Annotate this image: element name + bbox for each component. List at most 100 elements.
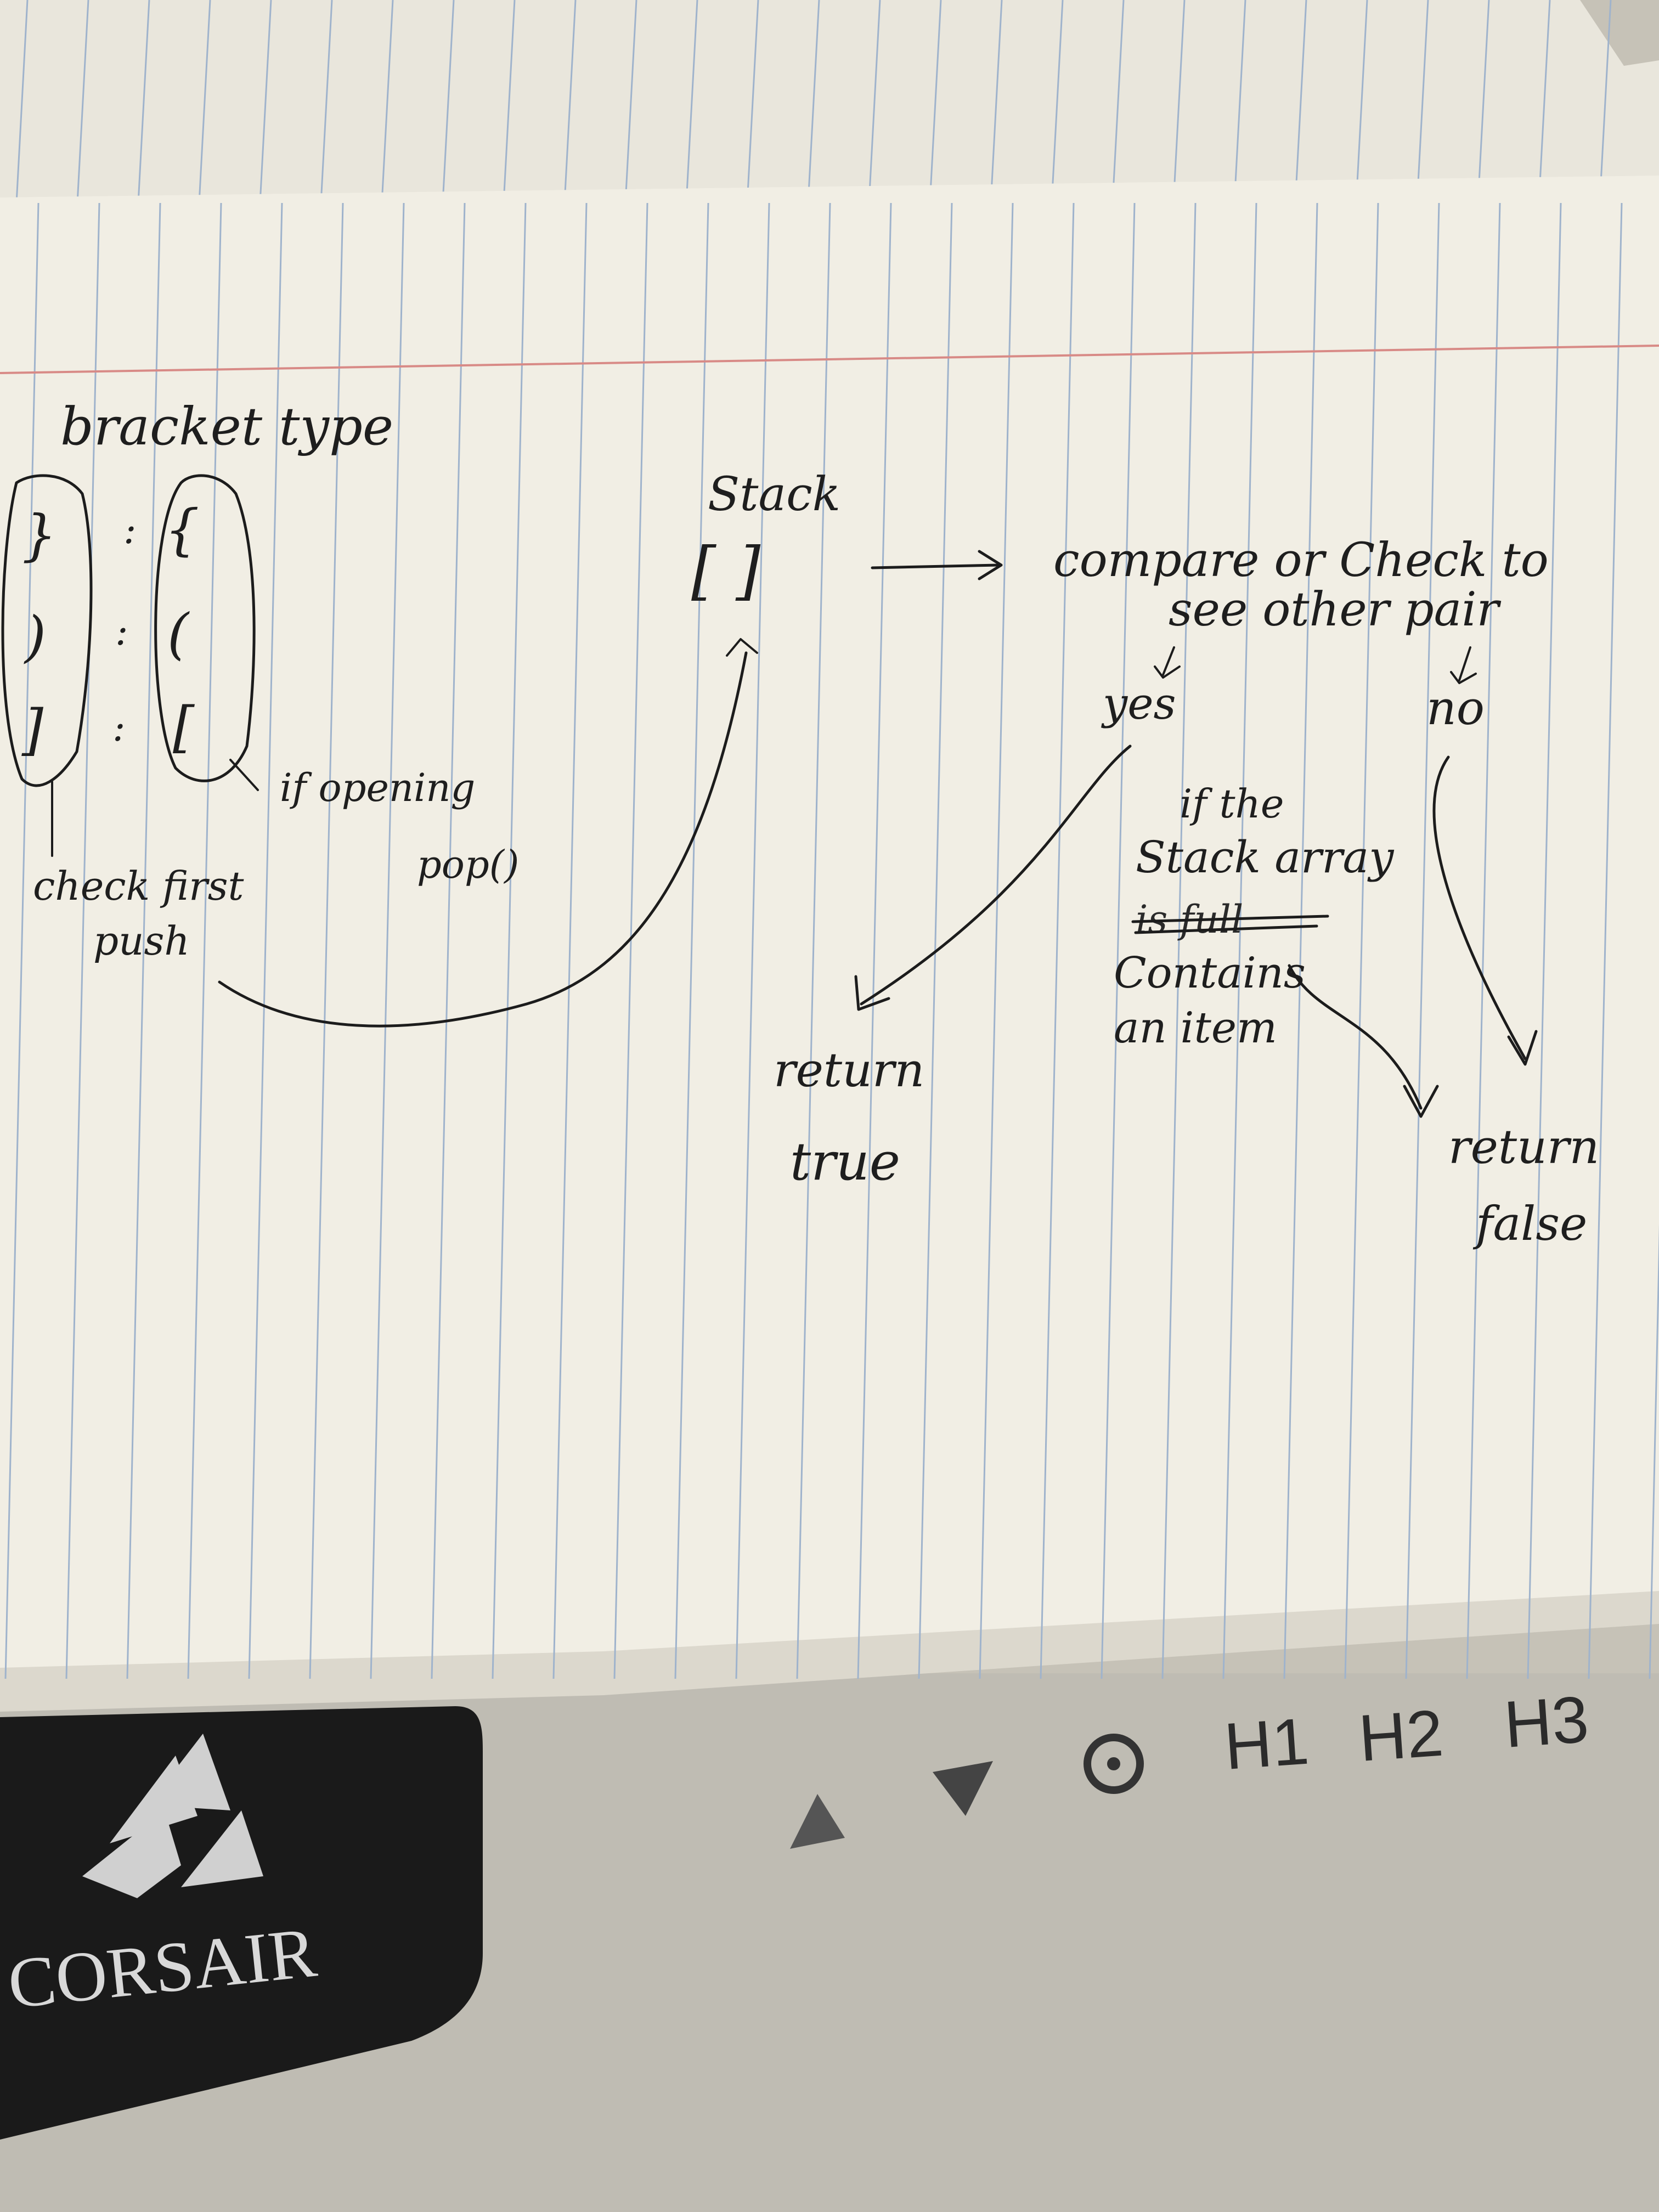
triangle-up-icon	[790, 1794, 845, 1849]
upper-ruled-line	[1538, 0, 1551, 204]
upper-ruled-line	[1355, 0, 1368, 204]
ruled-line	[613, 202, 648, 1679]
upper-ruled-line	[685, 0, 698, 204]
note-pop: pop()	[417, 842, 519, 887]
red-margin-line	[0, 345, 1659, 374]
closing-brackets-loop	[1, 474, 93, 787]
upper-notebook-page	[0, 0, 1659, 219]
return-true-line1: return	[774, 1043, 924, 1098]
ruled-line	[126, 202, 161, 1679]
closing-paren: )	[24, 605, 46, 669]
ruled-line	[309, 202, 344, 1679]
upper-ruled-line	[1477, 0, 1490, 204]
opening-loop-pointer	[229, 759, 259, 791]
upper-ruled-line	[990, 0, 1003, 204]
note-if-opening: if opening	[280, 765, 475, 810]
upper-ruled-line	[1051, 0, 1064, 204]
ruled-line	[552, 202, 588, 1679]
upper-ruled-line	[868, 0, 881, 204]
ruled-line	[1222, 202, 1257, 1679]
true-arrowhead	[854, 975, 890, 1011]
corsair-mousepad: CORSAIR	[0, 1706, 483, 2140]
ruled-line	[1527, 202, 1562, 1679]
upper-ruled-line	[320, 0, 333, 204]
ruled-line	[1040, 202, 1075, 1679]
no-to-false-arrow	[1432, 755, 1527, 1060]
ruled-line	[1344, 202, 1379, 1679]
upper-ruled-line	[198, 0, 211, 204]
triangle-down-icon	[933, 1761, 993, 1816]
ruled-line	[1283, 202, 1318, 1679]
ruled-line	[979, 202, 1014, 1679]
condition-stack-array: Stack array	[1136, 832, 1395, 883]
return-false-line1: return	[1448, 1120, 1599, 1175]
ruled-line	[1649, 1223, 1659, 1679]
upper-ruled-line	[76, 0, 89, 204]
separators-column: : : :	[112, 507, 137, 750]
upper-ruled-line	[1294, 0, 1307, 204]
opening-brackets-loop	[154, 474, 256, 782]
upper-page-rules	[15, 0, 1612, 204]
upper-ruled-line	[381, 0, 394, 204]
stack-to-compare-arrow	[871, 563, 1000, 569]
upper-ruled-line	[1172, 0, 1186, 204]
closing-brace: }	[22, 503, 57, 567]
ruled-line	[248, 202, 283, 1679]
key-h1: H1	[1222, 1705, 1311, 1784]
push-to-stack-arrow	[218, 651, 748, 1028]
no-label: no	[1426, 681, 1485, 736]
key-h2: H2	[1356, 1696, 1445, 1775]
return-true-line2: true	[790, 1132, 900, 1192]
ruled-line	[857, 202, 892, 1679]
upper-ruled-line	[503, 0, 516, 204]
push-arrowhead	[726, 638, 758, 657]
heading-bracket-type: bracket type	[60, 397, 393, 457]
ruled-line	[4, 202, 40, 1679]
ruled-line	[1588, 202, 1623, 1679]
page-rules	[4, 202, 1659, 1679]
yes-label: yes	[1101, 678, 1176, 729]
upper-ruled-line	[807, 0, 820, 204]
condition-an-item: an item	[1114, 1003, 1277, 1053]
key-h3: H3	[1502, 1683, 1590, 1762]
yes-to-true-arrow	[860, 744, 1132, 1006]
condition-contains: Contains	[1114, 949, 1306, 998]
ruled-line	[1101, 202, 1136, 1679]
condition-if-the: if the	[1180, 781, 1284, 827]
upper-ruled-line	[624, 0, 637, 204]
compare-text-line1: compare or Check to	[1053, 533, 1549, 588]
yes-branch-tick	[1154, 646, 1181, 679]
no-arrowhead	[1507, 1030, 1538, 1066]
ruled-line	[918, 202, 953, 1679]
upper-ruled-line	[1233, 0, 1246, 204]
upper-ruled-line	[259, 0, 272, 204]
ruled-line	[674, 202, 709, 1679]
upper-ruled-line	[746, 0, 759, 204]
ruled-line	[1161, 202, 1197, 1679]
opening-paren: (	[167, 602, 190, 666]
separator: :	[115, 609, 128, 654]
opening-square: [	[173, 695, 195, 759]
upper-ruled-line	[442, 0, 455, 204]
compare-text-line2: see other pair	[1169, 583, 1502, 637]
separator: :	[123, 507, 137, 552]
ruled-line	[431, 202, 466, 1679]
compare-arrowhead	[978, 550, 1003, 580]
ruled-line	[735, 202, 770, 1679]
ruled-line	[187, 202, 222, 1679]
separator: :	[112, 705, 126, 750]
contains-to-false-arrow	[1288, 964, 1423, 1110]
closing-brackets-column: } ) ]	[1, 474, 93, 857]
opening-brackets-column: { ( [	[154, 474, 259, 791]
contains-arrowhead	[1403, 1085, 1439, 1118]
upper-ruled-line	[1416, 0, 1429, 204]
upper-ruled-line	[137, 0, 150, 204]
ruled-line	[65, 202, 100, 1679]
ruled-line	[370, 202, 405, 1679]
stack-label: Stack	[708, 467, 840, 522]
return-false-line2: false	[1472, 1197, 1587, 1251]
ruled-line	[492, 202, 527, 1679]
closing-square: ]	[21, 698, 44, 762]
timer-icon	[1084, 1734, 1144, 1794]
note-push: push	[93, 918, 190, 964]
